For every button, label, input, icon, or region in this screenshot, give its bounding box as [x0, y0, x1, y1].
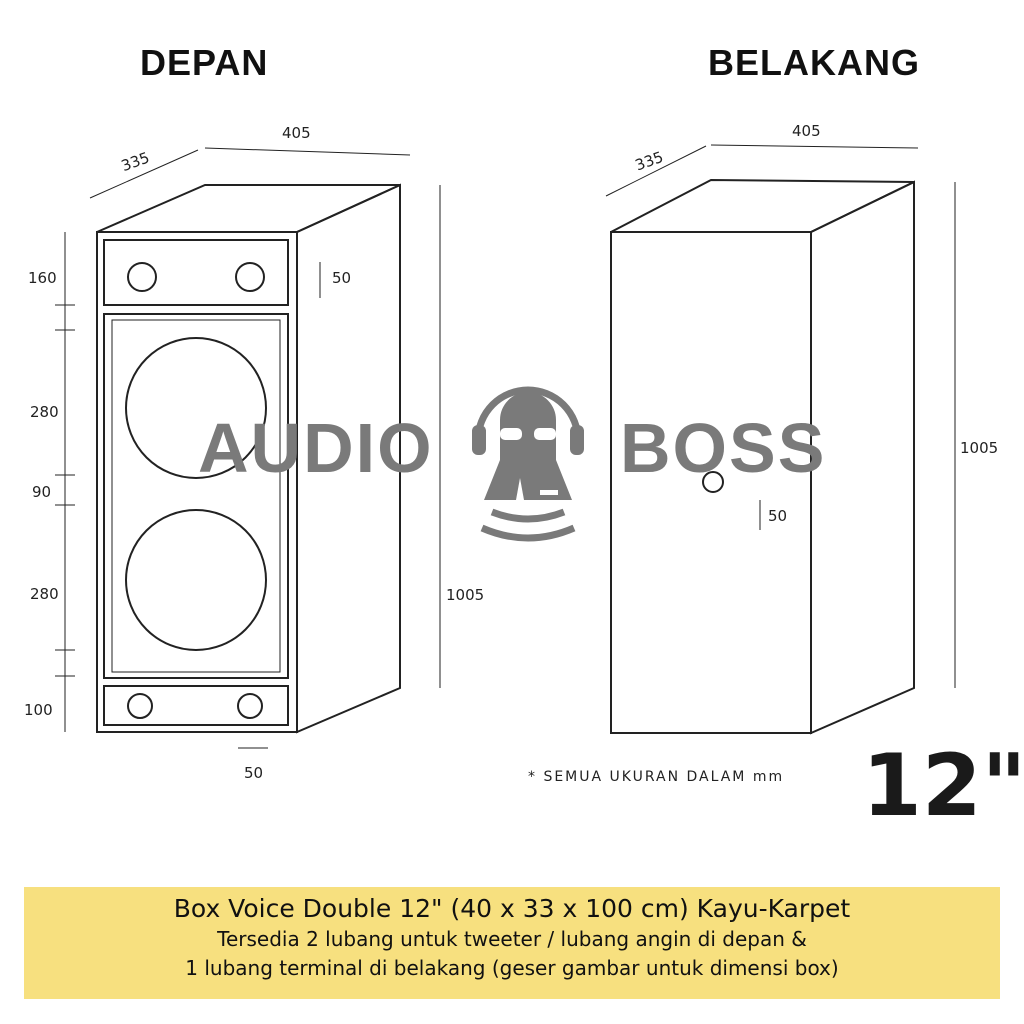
- woofer-bottom: [125, 509, 267, 651]
- watermark-boss: BOSS: [620, 409, 827, 487]
- back-box-top: [610, 178, 915, 233]
- front-view-heading: DEPAN: [140, 42, 269, 83]
- back-height-label: 1005: [960, 439, 998, 457]
- port-panel: [103, 685, 289, 726]
- caption-title: Box Voice Double 12" (40 x 33 x 100 cm) …: [173, 894, 851, 923]
- back-view-heading: BELAKANG: [708, 42, 920, 83]
- front-dimension-lines: [55, 147, 441, 749]
- port-panel-label: 100: [24, 701, 53, 719]
- woofer-top-label: 280: [30, 403, 59, 421]
- tweeter-panel-label: 160: [28, 269, 57, 287]
- size-badge: 12": [862, 736, 1024, 836]
- port-hole-label: 50: [244, 764, 263, 782]
- speaker-box-drawing: 335 405 160 280 90 280 100 50 50 1005 33…: [24, 122, 998, 785]
- front-box: 335 405 160 280 90 280 100 50 50 1005: [24, 124, 484, 782]
- terminal-hole: [702, 471, 724, 493]
- caption-banner: Box Voice Double 12" (40 x 33 x 100 cm) …: [24, 887, 1000, 999]
- back-width-label: 405: [792, 122, 821, 140]
- front-box-top: [96, 184, 401, 233]
- gap-label: 90: [32, 483, 51, 501]
- tweeter-hole-left: [127, 262, 157, 292]
- watermark-audio: AUDIO: [198, 409, 434, 487]
- front-depth-label: 335: [119, 148, 152, 175]
- woofer-bottom-label: 280: [30, 585, 59, 603]
- tweeter-hole-right: [235, 262, 265, 292]
- caption-line-2: 1 lubang terminal di belakang (geser gam…: [185, 956, 839, 980]
- front-box-side: [296, 183, 401, 734]
- back-box-side: [810, 180, 915, 735]
- units-note: * SEMUA UKURAN DALAM mm: [528, 769, 784, 785]
- front-height-label: 1005: [446, 586, 484, 604]
- back-dimension-lines: [605, 144, 956, 688]
- woofer-panel: [103, 313, 289, 679]
- tweeter-panel: [103, 239, 289, 306]
- tweeter-hole-label: 50: [332, 269, 351, 287]
- terminal-hole-label: 50: [768, 507, 787, 525]
- caption-line-1: Tersedia 2 lubang untuk tweeter / lubang…: [217, 927, 807, 951]
- woofer-panel-inner: [111, 319, 281, 673]
- back-depth-label: 335: [633, 148, 666, 175]
- front-width-label: 405: [282, 124, 311, 142]
- audio-boss-logo-icon: [472, 386, 584, 542]
- port-hole-left: [127, 693, 153, 719]
- woofer-top: [125, 337, 267, 479]
- port-hole-right: [237, 693, 263, 719]
